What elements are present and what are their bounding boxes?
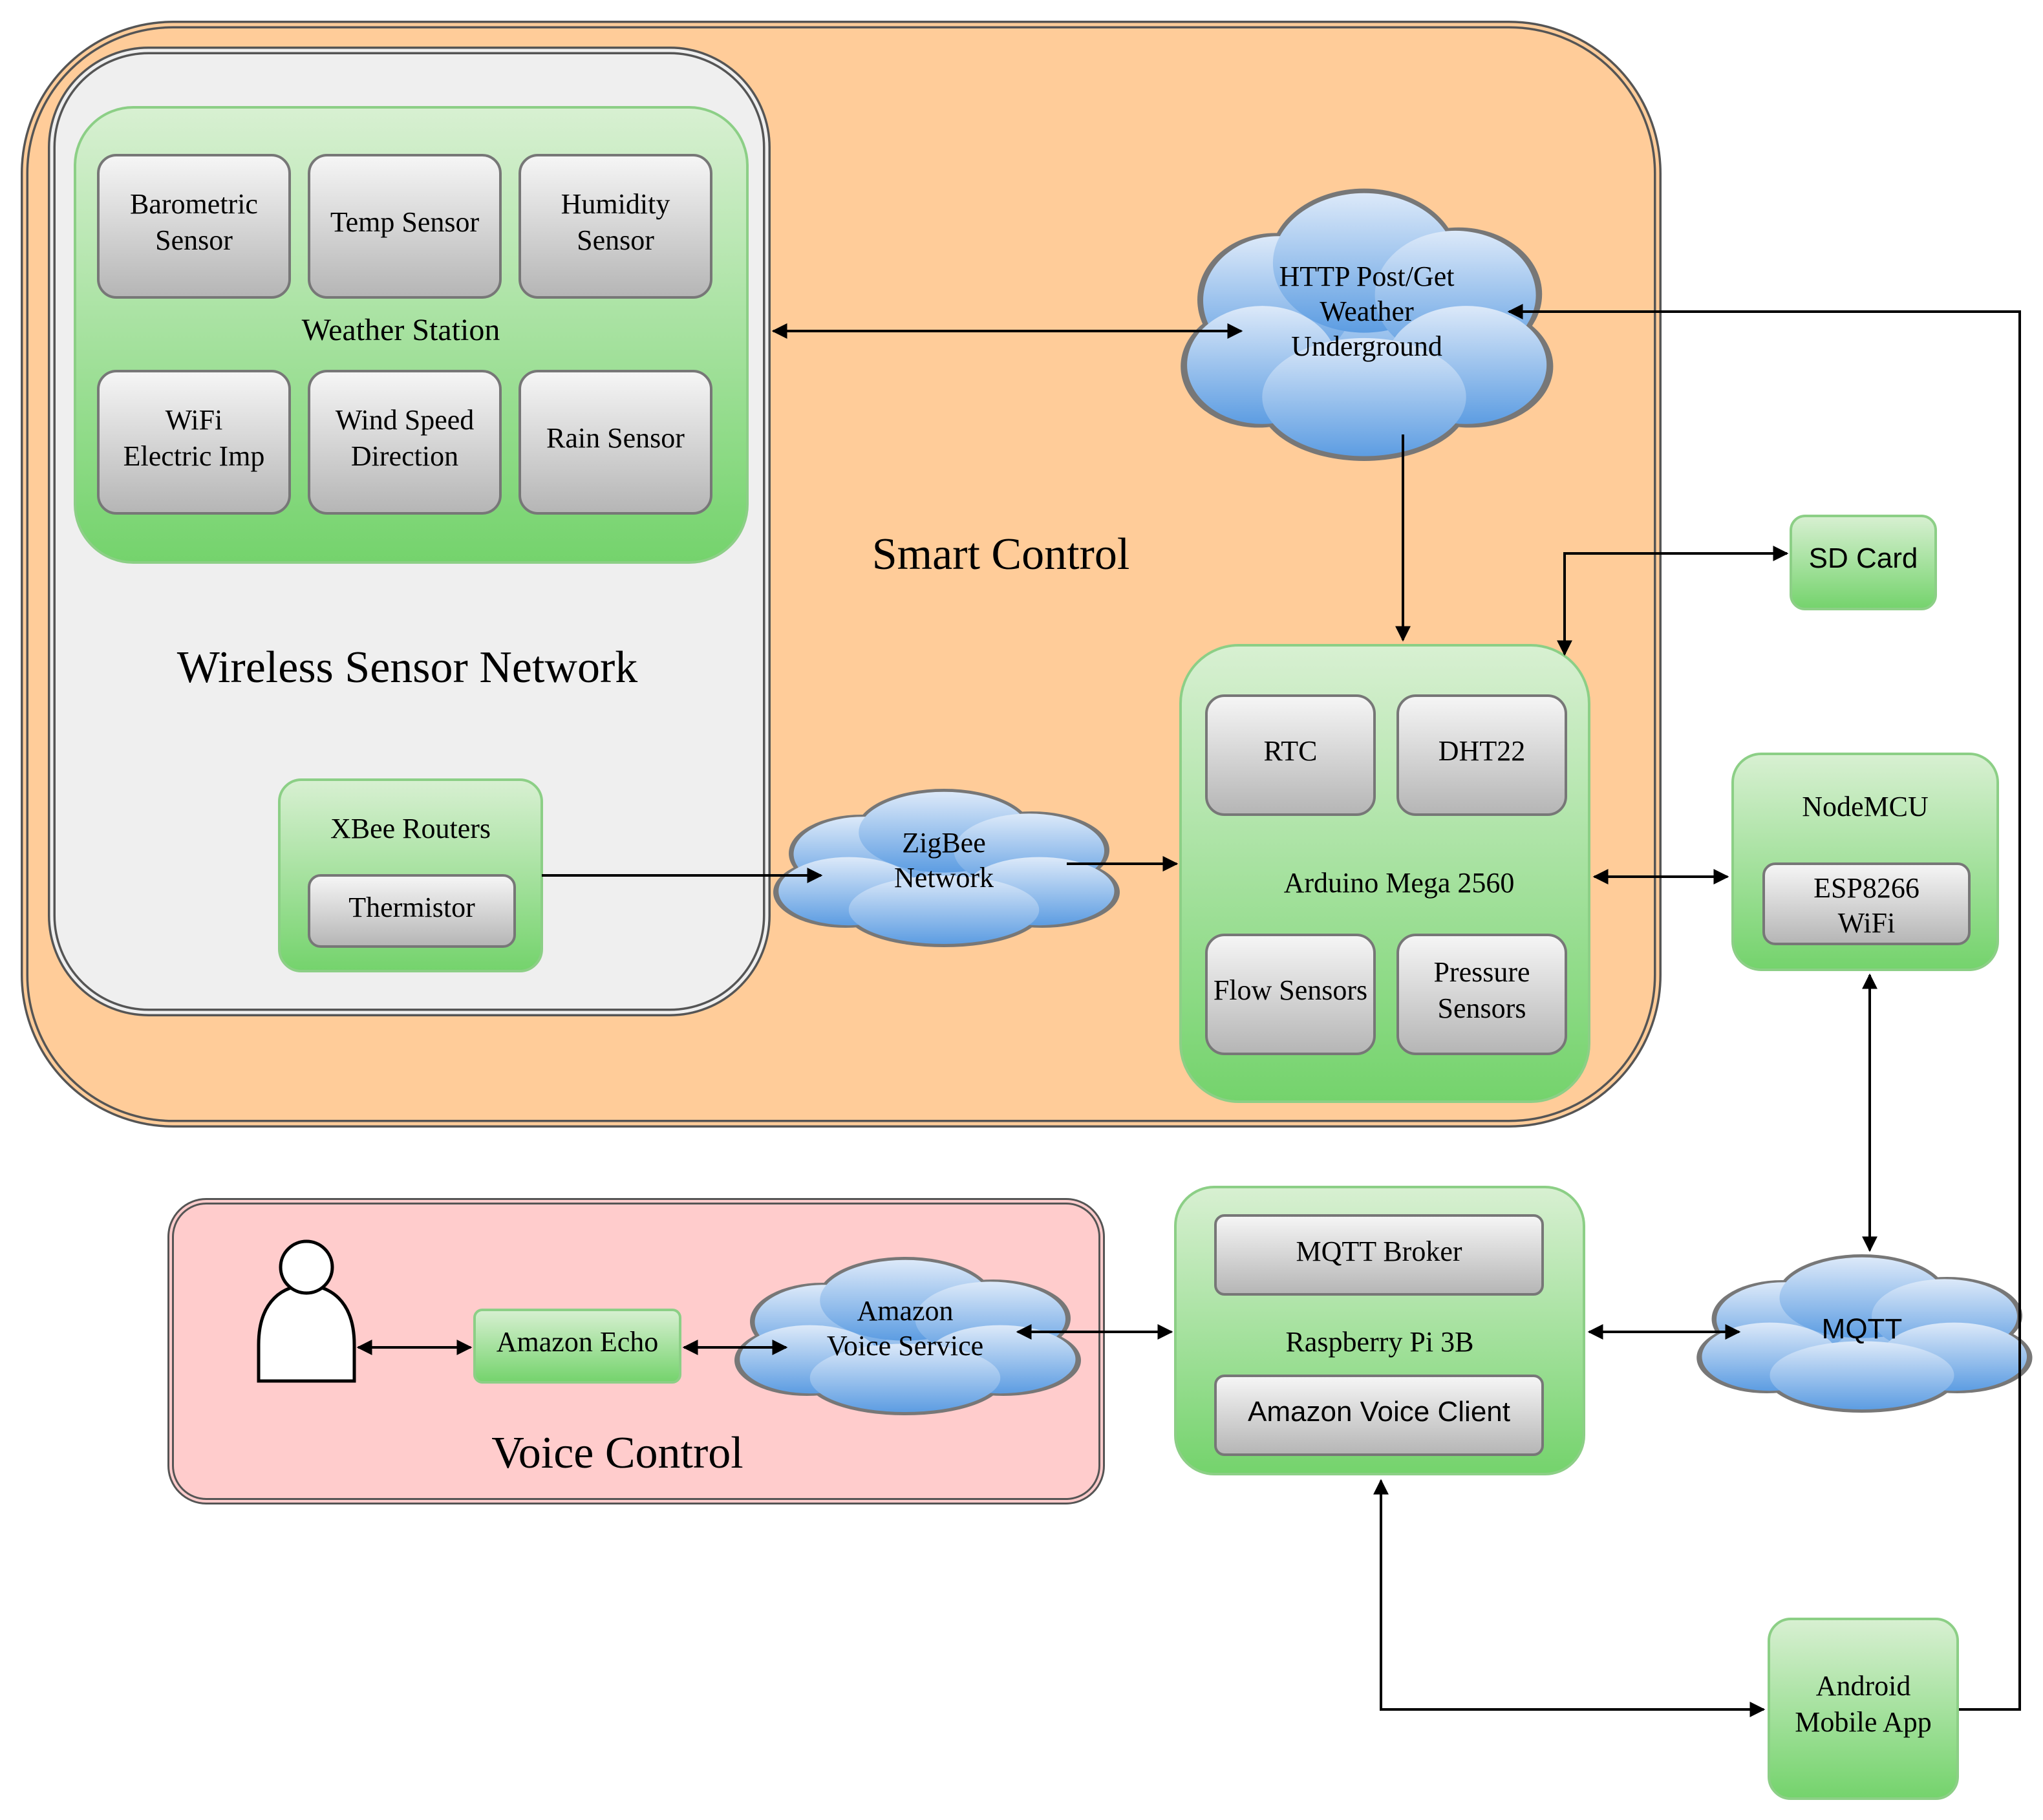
svg-text:MQTT Broker: MQTT Broker <box>1296 1236 1462 1267</box>
person-icon <box>257 1239 356 1383</box>
flow-sensors: Flow Sensors <box>1205 934 1376 1055</box>
raspberry-android-connector <box>1373 1479 1766 1717</box>
arduino-sdcard-connector <box>1557 546 1789 656</box>
rain-sensor: Rain Sensor <box>519 370 712 515</box>
svg-text:Mobile App: Mobile App <box>1795 1706 1931 1738</box>
xbee-routers-label: XBee Routers <box>330 813 491 844</box>
xbee-routers: XBee Routers Thermistor <box>278 778 543 972</box>
svg-text:Sensors: Sensors <box>1438 992 1526 1024</box>
esp8266-wifi: ESP8266 WiFi <box>1762 862 1971 945</box>
android-http-connector <box>1507 304 2021 1711</box>
svg-text:ZigBee: ZigBee <box>902 827 986 859</box>
pressure-sensors: Pressure Sensors <box>1396 934 1567 1055</box>
svg-text:Underground: Underground <box>1291 330 1442 362</box>
svg-text:Rain Sensor: Rain Sensor <box>546 422 685 454</box>
arduino-mega-2560: Arduino Mega 2560 RTC DHT22 Flow Sensors… <box>1179 644 1590 1103</box>
svg-text:Voice Service: Voice Service <box>827 1330 983 1362</box>
voice-control-title: Voice Control <box>491 1428 743 1478</box>
android-mobile-app: Android Mobile App <box>1768 1618 1959 1800</box>
svg-text:Amazon Echo: Amazon Echo <box>497 1326 658 1358</box>
mqtt-broker: MQTT Broker <box>1214 1214 1544 1296</box>
weather-station-label: Weather Station <box>302 313 500 347</box>
wind-speed-direction: Wind Speed Direction <box>308 370 502 515</box>
mqtt-cloud: MQTT <box>1696 1254 2033 1413</box>
temp-sensor: Temp Sensor <box>308 154 502 299</box>
wifi-electric-imp: WiFi Electric Imp <box>97 370 291 515</box>
svg-text:Network: Network <box>894 862 994 894</box>
svg-text:Wind Speed: Wind Speed <box>336 404 475 436</box>
amazon-echo: Amazon Echo <box>473 1309 681 1384</box>
svg-text:SD Card: SD Card <box>1809 542 1918 574</box>
svg-text:Weather: Weather <box>1320 295 1414 327</box>
rtc: RTC <box>1205 694 1376 816</box>
humidity-sensor: Humidity Sensor <box>519 154 712 299</box>
svg-text:DHT22: DHT22 <box>1439 735 1525 767</box>
svg-text:HTTP Post/Get: HTTP Post/Get <box>1279 261 1455 292</box>
svg-text:Amazon: Amazon <box>857 1295 953 1327</box>
svg-text:Thermistor: Thermistor <box>348 892 475 923</box>
nodemcu-label: NodeMCU <box>1802 791 1929 822</box>
svg-text:MQTT: MQTT <box>1822 1313 1903 1345</box>
svg-text:Flow Sensors: Flow Sensors <box>1214 974 1367 1006</box>
svg-text:RTC: RTC <box>1264 735 1318 767</box>
raspberry-pi-3b: Raspberry Pi 3B MQTT Broker Amazon Voice… <box>1174 1186 1585 1475</box>
weather-station: Weather Station Barometric Sensor Temp S… <box>74 106 749 564</box>
svg-text:WiFi: WiFi <box>166 404 223 436</box>
svg-text:Pressure: Pressure <box>1433 956 1530 988</box>
sd-card: SD Card <box>1790 515 1937 610</box>
svg-text:Temp Sensor: Temp Sensor <box>330 206 480 238</box>
svg-text:Sensor: Sensor <box>155 224 233 256</box>
amazon-voice-service-cloud: Amazon Voice Service <box>734 1257 1081 1415</box>
arduino-label: Arduino Mega 2560 <box>1284 867 1515 899</box>
svg-text:Sensor: Sensor <box>577 224 654 256</box>
svg-text:Amazon Voice Client: Amazon Voice Client <box>1248 1396 1510 1428</box>
raspberry-label: Raspberry Pi 3B <box>1286 1326 1474 1358</box>
smart-control-title: Smart Control <box>872 530 1130 579</box>
svg-text:ESP8266: ESP8266 <box>1813 872 1920 904</box>
svg-text:WiFi: WiFi <box>1838 907 1896 939</box>
dht22: DHT22 <box>1396 694 1567 816</box>
http-weather-underground-cloud: HTTP Post/Get Weather Underground <box>1181 188 1554 461</box>
wireless-sensor-network-title: Wireless Sensor Network <box>177 643 638 692</box>
svg-text:Electric Imp: Electric Imp <box>123 440 265 472</box>
svg-text:Direction: Direction <box>351 440 458 472</box>
svg-text:Android: Android <box>1816 1670 1911 1702</box>
thermistor: Thermistor <box>308 874 516 948</box>
svg-text:Barometric: Barometric <box>130 188 258 220</box>
zigbee-network-cloud: ZigBee Network <box>773 789 1120 947</box>
nodemcu: NodeMCU ESP8266 WiFi <box>1731 753 1999 971</box>
svg-text:Humidity: Humidity <box>561 188 670 220</box>
amazon-voice-client: Amazon Voice Client <box>1214 1375 1544 1456</box>
barometric-sensor: Barometric Sensor <box>97 154 291 299</box>
